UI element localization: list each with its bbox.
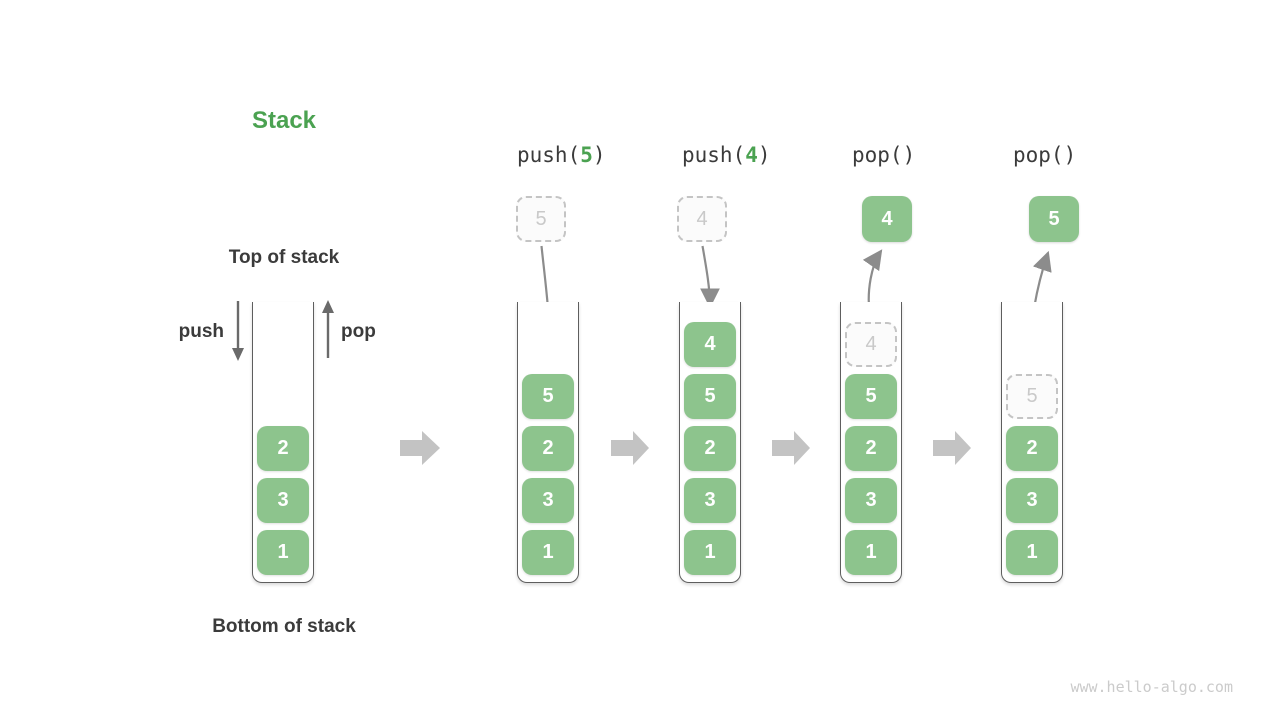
op-label-pop2: pop()	[1013, 143, 1076, 167]
push4-op-arrow	[700, 245, 720, 309]
op-label-push5: push(5)	[517, 143, 606, 167]
popped-value-box: 5	[1029, 196, 1079, 242]
stack-cell: 3	[684, 478, 736, 523]
flow-arrow-2	[611, 431, 649, 465]
stack-cell-ghost: 4	[845, 322, 897, 367]
op-text: pop()	[852, 143, 916, 167]
pushed-value-box: 4	[677, 196, 727, 242]
stack-cell: 1	[1006, 530, 1058, 575]
stack-cell: 4	[684, 322, 736, 367]
stack-after-pop2: 5 2 3 1	[1001, 302, 1063, 583]
stack-cell: 3	[1006, 478, 1058, 523]
stack-cell: 3	[257, 478, 309, 523]
stack-cell: 1	[684, 530, 736, 575]
bottom-of-stack-label: Bottom of stack	[212, 616, 356, 637]
stack-cell: 2	[1006, 426, 1058, 471]
stack-cell: 2	[257, 426, 309, 471]
op-label-pop1: pop()	[852, 143, 915, 167]
stack-cell: 3	[522, 478, 574, 523]
op-arg: 5	[580, 143, 593, 167]
pop-arrow-icon	[322, 300, 334, 358]
stack-after-push4: 4 5 2 3 1	[679, 302, 741, 583]
stack-cell: 2	[522, 426, 574, 471]
stack-cell: 1	[257, 530, 309, 575]
stack-cell: 3	[845, 478, 897, 523]
stack-cell: 1	[522, 530, 574, 575]
stack-cell: 1	[845, 530, 897, 575]
stack-after-push5: 5 2 3 1	[517, 302, 579, 583]
op-text: )	[592, 143, 606, 167]
pop-label: pop	[341, 321, 376, 342]
flow-arrow-1	[400, 431, 440, 465]
op-text: push(	[517, 143, 581, 167]
diagram-title: Stack	[251, 107, 317, 134]
stack-cell: 2	[845, 426, 897, 471]
op-text: push(	[682, 143, 746, 167]
op-text: pop()	[1013, 143, 1077, 167]
stack-cell: 2	[684, 426, 736, 471]
flow-arrow-3	[772, 431, 810, 465]
pushed-value-box: 5	[516, 196, 566, 242]
op-label-push4: push(4)	[682, 143, 771, 167]
push-arrow-icon	[232, 301, 244, 361]
watermark: www.hello-algo.com	[1070, 678, 1233, 696]
push-label: push	[178, 321, 224, 342]
stack-initial: 2 3 1	[252, 302, 314, 583]
op-arg: 4	[745, 143, 758, 167]
flow-arrow-4	[933, 431, 971, 465]
top-of-stack-label: Top of stack	[228, 247, 340, 268]
popped-value-box: 4	[862, 196, 912, 242]
stack-cell: 5	[684, 374, 736, 419]
op-text: )	[757, 143, 771, 167]
stack-cell: 5	[522, 374, 574, 419]
stack-cell-ghost: 5	[1006, 374, 1058, 419]
stack-cell: 5	[845, 374, 897, 419]
stack-after-pop1: 4 5 2 3 1	[840, 302, 902, 583]
